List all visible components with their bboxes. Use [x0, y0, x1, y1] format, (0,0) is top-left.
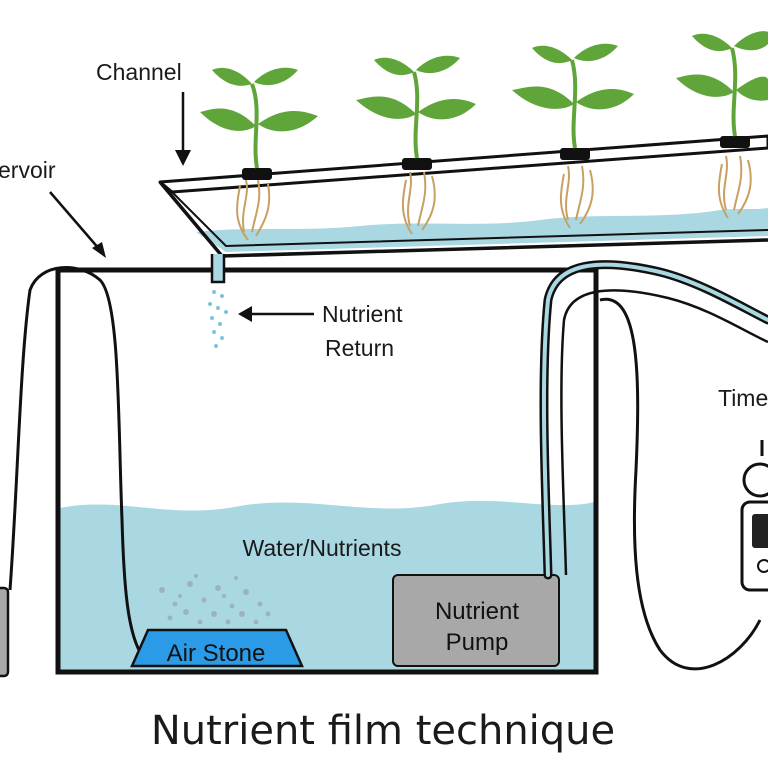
- plant: [676, 31, 768, 219]
- air-line-tube: [8, 266, 142, 653]
- timer-cord: [599, 297, 762, 671]
- air-pump: [0, 586, 10, 678]
- timer-device: [740, 462, 768, 592]
- diagram-title: Nutrient film technique: [151, 708, 615, 754]
- nutrient-pump-label-line2: Pump: [446, 629, 509, 656]
- channel-label: Channel: [96, 59, 182, 85]
- water-nutrients-label: Water/Nutrients: [243, 535, 402, 561]
- timer-label: Time: [718, 385, 768, 411]
- reservoir-label: ervoir: [0, 157, 56, 183]
- nutrient-return-label-line1: Nutrient: [322, 301, 403, 327]
- feed-tube-inner: [560, 289, 768, 576]
- air-stone: [130, 628, 304, 668]
- channel-arrow: [175, 92, 191, 166]
- plant: [512, 43, 634, 229]
- air-stone-label: Air Stone: [167, 640, 266, 667]
- return-droplets: [208, 290, 228, 348]
- nutrient-pump-label-line1: Nutrient: [435, 598, 519, 625]
- channel: [158, 134, 768, 194]
- drain-spout: [210, 254, 226, 284]
- reservoir-tank: [55, 267, 599, 675]
- air-bubbles: [159, 574, 271, 625]
- nutrient-return-arrow: [238, 306, 314, 322]
- channel-water: [196, 208, 768, 252]
- nutrient-return-label-line2: Return: [325, 335, 394, 361]
- nutrient-pump: [392, 574, 560, 667]
- plant: [200, 67, 318, 241]
- reservoir-arrow: [49, 191, 106, 258]
- plant: [356, 55, 476, 235]
